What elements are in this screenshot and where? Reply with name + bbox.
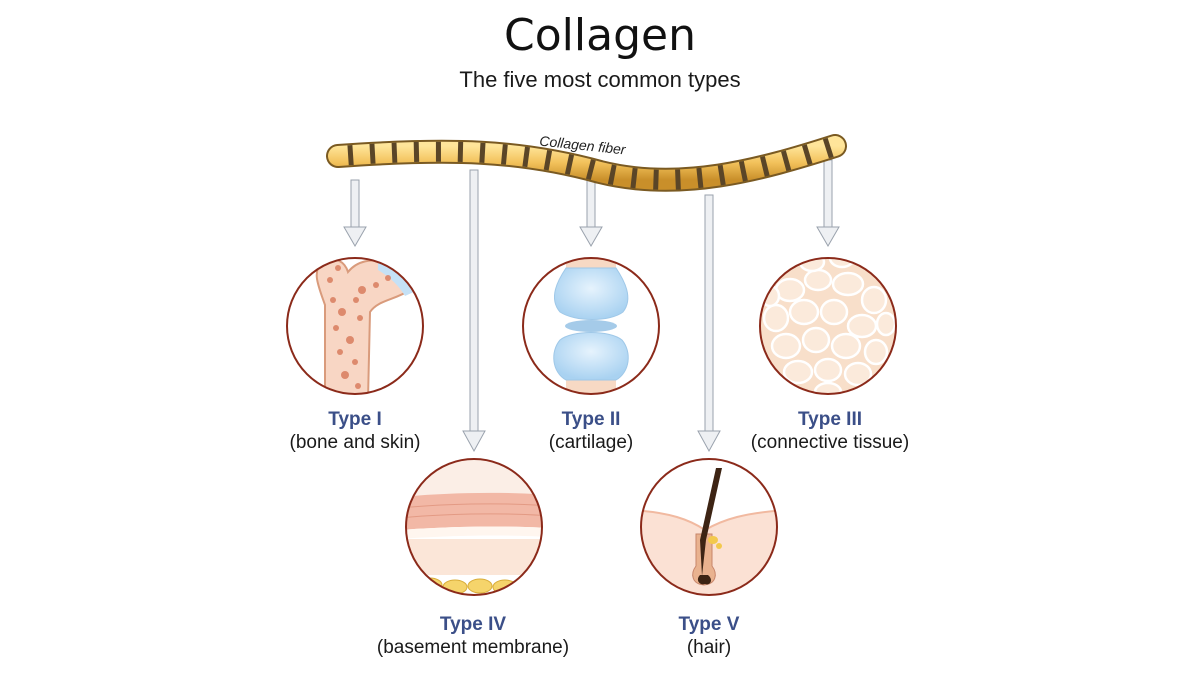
type-2-description: (cartilage) bbox=[548, 432, 634, 453]
page-title: Collagen bbox=[504, 10, 696, 61]
arrow-type-4 bbox=[462, 169, 486, 453]
arrow-type-5 bbox=[697, 194, 721, 453]
type-3-label: Type III (connective tissue) bbox=[700, 408, 960, 454]
type-3-name: Type III bbox=[797, 409, 863, 430]
arrow-type-1 bbox=[343, 179, 367, 247]
type-5-label: Type V (hair) bbox=[579, 613, 839, 659]
type-5-description: (hair) bbox=[686, 637, 732, 658]
arrow-type-2 bbox=[579, 179, 603, 247]
type-5-name: Type V bbox=[678, 614, 740, 635]
type-3-description: (connective tissue) bbox=[750, 432, 910, 453]
type-1-name: Type I bbox=[328, 409, 382, 430]
basement-membrane-icon bbox=[405, 458, 543, 596]
type-1-description: (bone and skin) bbox=[289, 432, 421, 453]
type-2-name: Type II bbox=[561, 409, 621, 430]
type-2-label: Type II (cartilage) bbox=[461, 408, 721, 454]
arrow-type-3 bbox=[816, 159, 840, 247]
type-4-label: Type IV (basement membrane) bbox=[343, 613, 603, 659]
type-1-label: Type I (bone and skin) bbox=[225, 408, 485, 454]
bone-icon bbox=[286, 257, 424, 395]
page-subtitle: The five most common types bbox=[459, 67, 741, 92]
collagen-fiber-icon bbox=[326, 134, 847, 192]
type-4-name: Type IV bbox=[439, 614, 507, 635]
cartilage-joint-icon bbox=[522, 257, 660, 395]
connective-tissue-icon bbox=[759, 257, 897, 395]
type-4-description: (basement membrane) bbox=[376, 637, 570, 658]
hair-follicle-icon bbox=[640, 458, 778, 596]
